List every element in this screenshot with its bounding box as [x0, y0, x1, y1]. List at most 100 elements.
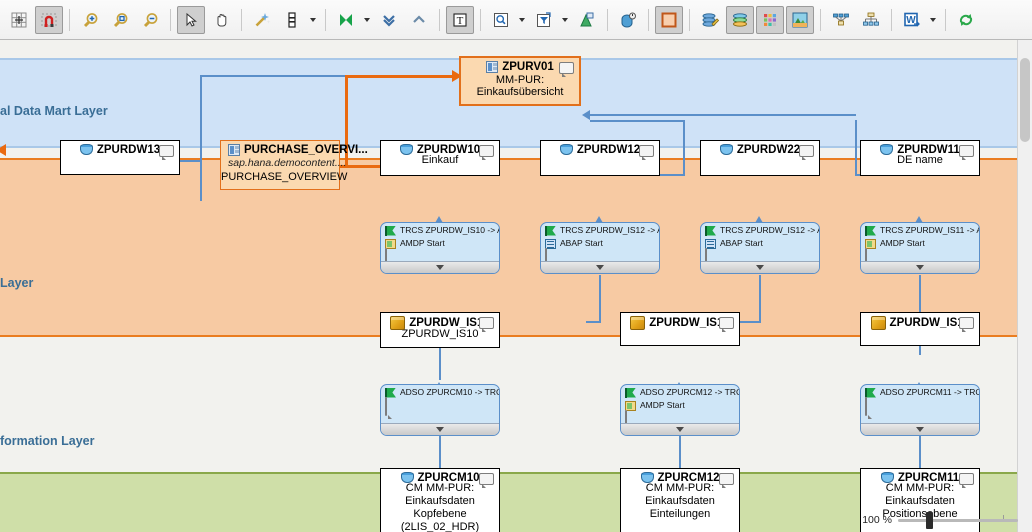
- transformation-expand-bar[interactable]: [701, 261, 819, 273]
- network-graph-icon[interactable]: [827, 6, 855, 34]
- transformation-adso-cm11[interactable]: ADSO ZPURCM11 -> TRCS ZP...: [860, 384, 980, 436]
- hierarchy-icon[interactable]: [857, 6, 885, 34]
- note-bubble-icon[interactable]: [479, 145, 494, 160]
- note-bubble-icon[interactable]: [719, 473, 734, 488]
- node-zpurcm12[interactable]: ZPURCM12 CM MM-PUR: Einkaufsdaten Eintei…: [620, 468, 740, 532]
- column-layout-dropdown-arrow-icon[interactable]: [307, 7, 318, 33]
- transformation-expand-bar[interactable]: [621, 423, 739, 435]
- transformation-runtime-row: ABAP Start: [701, 236, 819, 249]
- arrow-into-zpurv01-left: [452, 70, 462, 82]
- note-bubble-icon[interactable]: [959, 145, 974, 160]
- node-purchase-overview[interactable]: PURCHASE_OVERVI... sap.hana.democontent.…: [220, 140, 368, 190]
- transformation-trcs-is11[interactable]: TRCS ZPURDW_IS11 -> ADSO... AMDP Start: [860, 222, 980, 274]
- transformation-expand-bar[interactable]: [381, 423, 499, 435]
- data-flow-icon[interactable]: [614, 6, 642, 34]
- filter-dropdown-arrow-icon[interactable]: [559, 7, 570, 33]
- node-zpurdw-is12[interactable]: ZPURDW_IS12: [620, 312, 740, 346]
- connector-zpurdw12-top: [590, 120, 684, 122]
- snap-to-grid-icon[interactable]: [35, 5, 63, 34]
- color-palette-icon[interactable]: [756, 5, 784, 34]
- zoom-in-icon[interactable]: [76, 6, 104, 34]
- note-bubble-icon[interactable]: [639, 145, 654, 160]
- frame-icon[interactable]: [655, 5, 683, 34]
- note-bubble-icon[interactable]: [479, 473, 494, 488]
- node-zpurdw10[interactable]: ZPURDW10 Einkauf: [380, 140, 500, 176]
- note-bubble-icon[interactable]: [545, 248, 547, 267]
- node-zpurdw12[interactable]: ZPURDW12: [540, 140, 660, 176]
- arrow-zpurdw22-in: [755, 216, 763, 223]
- search-icon[interactable]: [487, 6, 515, 34]
- node-zpurcm10[interactable]: ZPURCM10 CM MM-PUR: Einkaufsdaten Kopfeb…: [380, 468, 500, 532]
- toolbar-separator: [607, 8, 608, 31]
- node-zpurdw11[interactable]: ZPURDW11 DE name: [860, 140, 980, 176]
- note-bubble-icon[interactable]: [705, 248, 707, 267]
- grid-toggle-icon[interactable]: [5, 6, 33, 34]
- toolbar-separator: [325, 8, 326, 31]
- transformation-runtime-row: ABAP Start: [541, 236, 659, 249]
- layer-show-icon[interactable]: [726, 5, 754, 34]
- vertical-scrollbar[interactable]: [1017, 40, 1032, 532]
- highlight-icon[interactable]: [573, 6, 601, 34]
- note-bubble-icon[interactable]: [159, 145, 174, 160]
- zoom-out-icon[interactable]: [136, 6, 164, 34]
- export-word-icon[interactable]: W: [898, 6, 926, 34]
- filter-icon[interactable]: [530, 6, 558, 34]
- magic-wand-icon[interactable]: [248, 6, 276, 34]
- expand-down-icon[interactable]: [375, 6, 403, 34]
- note-bubble-icon[interactable]: [719, 317, 734, 332]
- flow-direction-icon[interactable]: [332, 6, 360, 34]
- text-label-icon[interactable]: T: [446, 5, 474, 34]
- note-bubble-icon[interactable]: [479, 317, 494, 332]
- refresh-icon[interactable]: [952, 6, 980, 34]
- note-bubble-icon[interactable]: [385, 248, 387, 267]
- export-word-dropdown-arrow-icon[interactable]: [927, 7, 938, 33]
- transformation-runtime: AMDP Start: [640, 400, 685, 410]
- node-subtitle-3: (2LIS_02_HDR): [400, 521, 480, 532]
- layer-image-icon[interactable]: [786, 5, 814, 34]
- node-title: ZPURV01: [502, 61, 554, 73]
- note-bubble-icon[interactable]: [865, 248, 867, 267]
- zoom-slider-control[interactable]: 100 %: [862, 511, 1018, 529]
- arrow-zpurdw11-in: [915, 216, 923, 223]
- node-zpurdw22[interactable]: ZPURDW22: [700, 140, 820, 176]
- connector-is12-left-stub: [586, 321, 600, 323]
- node-subtitle: Einkauf: [421, 154, 459, 166]
- transformation-adso-cm10[interactable]: ADSO ZPURCM10 -> TRCS ZP...: [380, 384, 500, 436]
- node-zpurv01[interactable]: ZPURV01 MM-PUR: Einkaufsübersicht: [459, 56, 581, 106]
- note-bubble-icon[interactable]: [559, 62, 574, 77]
- vertical-scrollbar-thumb[interactable]: [1020, 58, 1030, 142]
- node-subtitle-3: Positionsebene: [882, 508, 958, 520]
- note-bubble-icon[interactable]: [799, 145, 814, 160]
- zoom-slider-thumb[interactable]: [926, 511, 933, 529]
- transformation-expand-bar[interactable]: [541, 261, 659, 273]
- transformation-adso-cm12[interactable]: ADSO ZPURCM12 -> TRCS ZP... AMDP Start: [620, 384, 740, 436]
- transformation-runtime: AMDP Start: [880, 238, 925, 248]
- diagram-canvas[interactable]: al Data Mart Layer Layer formation Layer: [0, 40, 1032, 532]
- connector-zpurdw13-exit: [180, 160, 202, 162]
- layer-edit-icon[interactable]: [696, 6, 724, 34]
- transformation-flag-icon: [625, 387, 636, 398]
- transformation-expand-bar[interactable]: [381, 261, 499, 273]
- transformation-trcs-is12-a[interactable]: TRCS ZPURDW_IS12 -> ADSO... ABAP Start: [540, 222, 660, 274]
- node-zpurdw-is11[interactable]: ZPURDW_IS11: [860, 312, 980, 346]
- collapse-up-icon[interactable]: [405, 6, 433, 34]
- transformation-expand-bar[interactable]: [861, 261, 979, 273]
- zoom-slider-track[interactable]: [898, 511, 1018, 529]
- note-bubble-icon[interactable]: [385, 397, 387, 416]
- pan-hand-icon[interactable]: [207, 6, 235, 34]
- note-bubble-icon[interactable]: [625, 410, 627, 429]
- note-bubble-icon[interactable]: [959, 473, 974, 488]
- note-bubble-icon[interactable]: [865, 397, 867, 416]
- zoom-fit-icon[interactable]: [106, 6, 134, 34]
- transformation-trcs-is12-b[interactable]: TRCS ZPURDW_IS12 -> ADSO... ABAP Start: [700, 222, 820, 274]
- node-zpurdw13[interactable]: ZPURDW13: [60, 140, 180, 175]
- transformation-expand-bar[interactable]: [861, 423, 979, 435]
- column-layout-icon[interactable]: [278, 6, 306, 34]
- transformation-trcs-is10[interactable]: TRCS ZPURDW_IS10 -> ADSO... AMDP Start: [380, 222, 500, 274]
- search-dropdown-arrow-icon[interactable]: [516, 7, 527, 33]
- note-bubble-icon[interactable]: [959, 317, 974, 332]
- node-title: ZPURDW13: [96, 144, 161, 156]
- flow-direction-dropdown-arrow-icon[interactable]: [361, 7, 372, 33]
- select-pointer-icon[interactable]: [177, 5, 205, 34]
- node-zpurdw-is10[interactable]: ZPURDW_IS10 ZPURDW_IS10: [380, 312, 500, 348]
